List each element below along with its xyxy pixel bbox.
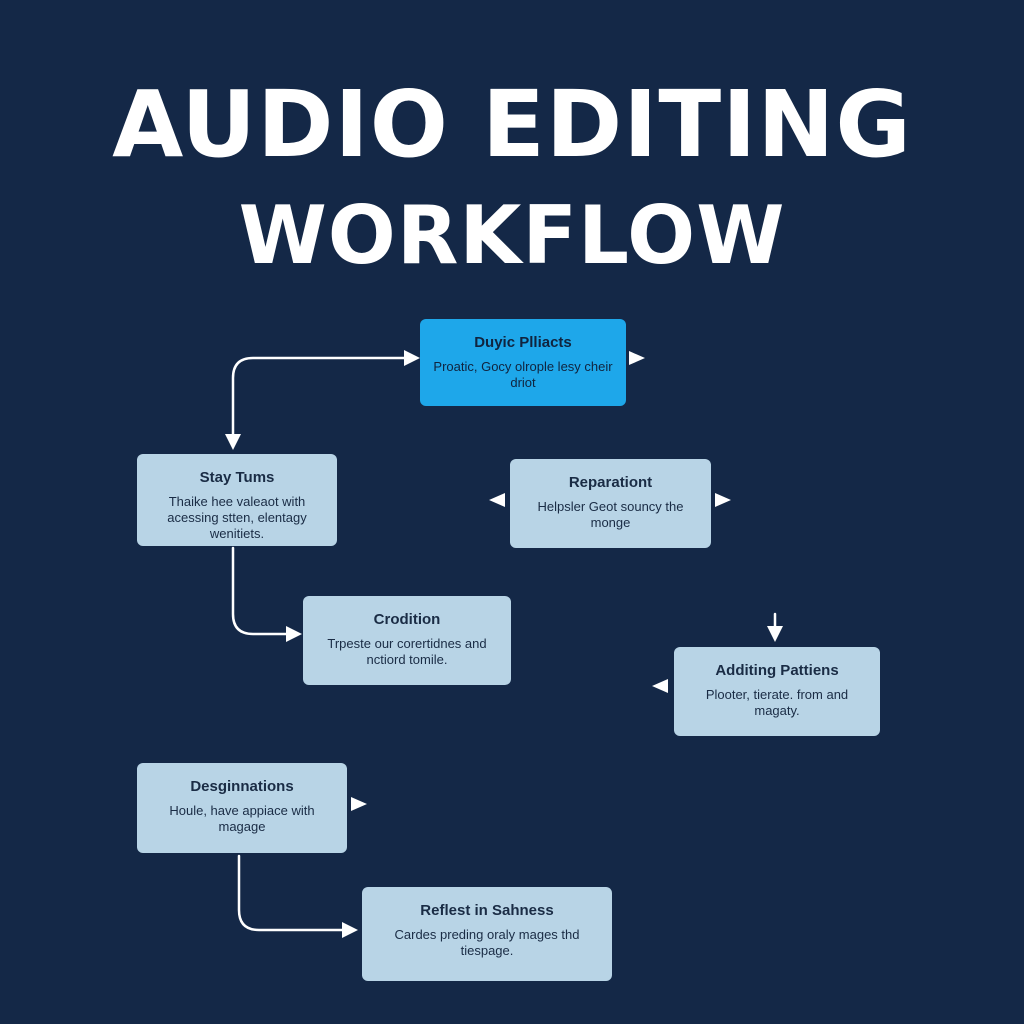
node-title: Crodition bbox=[373, 611, 441, 628]
node-title: Additing Pattiens bbox=[715, 662, 839, 679]
node-description: Plooter, tierate. from and magaty. bbox=[705, 687, 849, 718]
arrowhead-left-reparationt bbox=[489, 493, 505, 507]
node-title: Duyic Plliacts bbox=[474, 334, 572, 351]
arrowhead-into-crodition bbox=[286, 626, 302, 642]
arrowhead-right-duyic bbox=[629, 351, 645, 365]
node-desginnations[interactable]: Desginnations Houle, have appiace with m… bbox=[137, 763, 347, 853]
arrowhead-into-duyic bbox=[404, 350, 420, 366]
node-title: Desginnations bbox=[190, 778, 294, 795]
arrowhead-into-stay bbox=[225, 434, 241, 450]
diagram-title-line-1: AUDIO EDITING bbox=[112, 71, 912, 178]
arrowhead-right-reparationt bbox=[715, 493, 731, 507]
node-title: Reparationt bbox=[568, 474, 653, 491]
node-stay-tums[interactable]: Stay Tums Thaike hee valeaot with acessi… bbox=[137, 454, 337, 546]
arrowhead-into-reflest bbox=[342, 922, 358, 938]
node-description: Cardes preding oraly mages thd tiespage. bbox=[394, 927, 580, 958]
node-title: Stay Tums bbox=[199, 469, 275, 486]
node-description: Houle, have appiace with magage bbox=[169, 803, 315, 834]
arrowhead-down-additing bbox=[767, 626, 783, 642]
node-reflest-in-sahness[interactable]: Reflest in Sahness Cardes preding oraly … bbox=[362, 887, 612, 981]
node-reparationt[interactable]: Reparationt Helpsler Geot souncy the mon… bbox=[510, 459, 711, 548]
node-title: Reflest in Sahness bbox=[420, 902, 554, 919]
node-crodition[interactable]: Crodition Trpeste our corertidnes and nc… bbox=[303, 596, 511, 685]
node-description: Trpeste our corertidnes and nctiord tomi… bbox=[327, 636, 487, 667]
node-description: Proatic, Gocy olrople lesy cheir driot bbox=[433, 359, 613, 390]
arrowhead-left-additing bbox=[652, 679, 668, 693]
arrowhead-right-desgin bbox=[351, 797, 367, 811]
connector-desgin-to-reflest bbox=[237, 854, 348, 932]
node-duyic-plliacts[interactable]: Duyic Plliacts Proatic, Gocy olrople les… bbox=[420, 319, 626, 406]
node-description: Thaike hee valeaot with acessing stten, … bbox=[167, 494, 307, 541]
connector-stay-to-crodition bbox=[231, 546, 292, 636]
node-additing-pattiens[interactable]: Additing Pattiens Plooter, tierate. from… bbox=[674, 647, 880, 736]
diagram-title-line-2: WORKFLOW bbox=[238, 189, 786, 282]
node-description: Helpsler Geot souncy the monge bbox=[537, 499, 684, 530]
connector-stay-to-duyic bbox=[231, 356, 410, 440]
